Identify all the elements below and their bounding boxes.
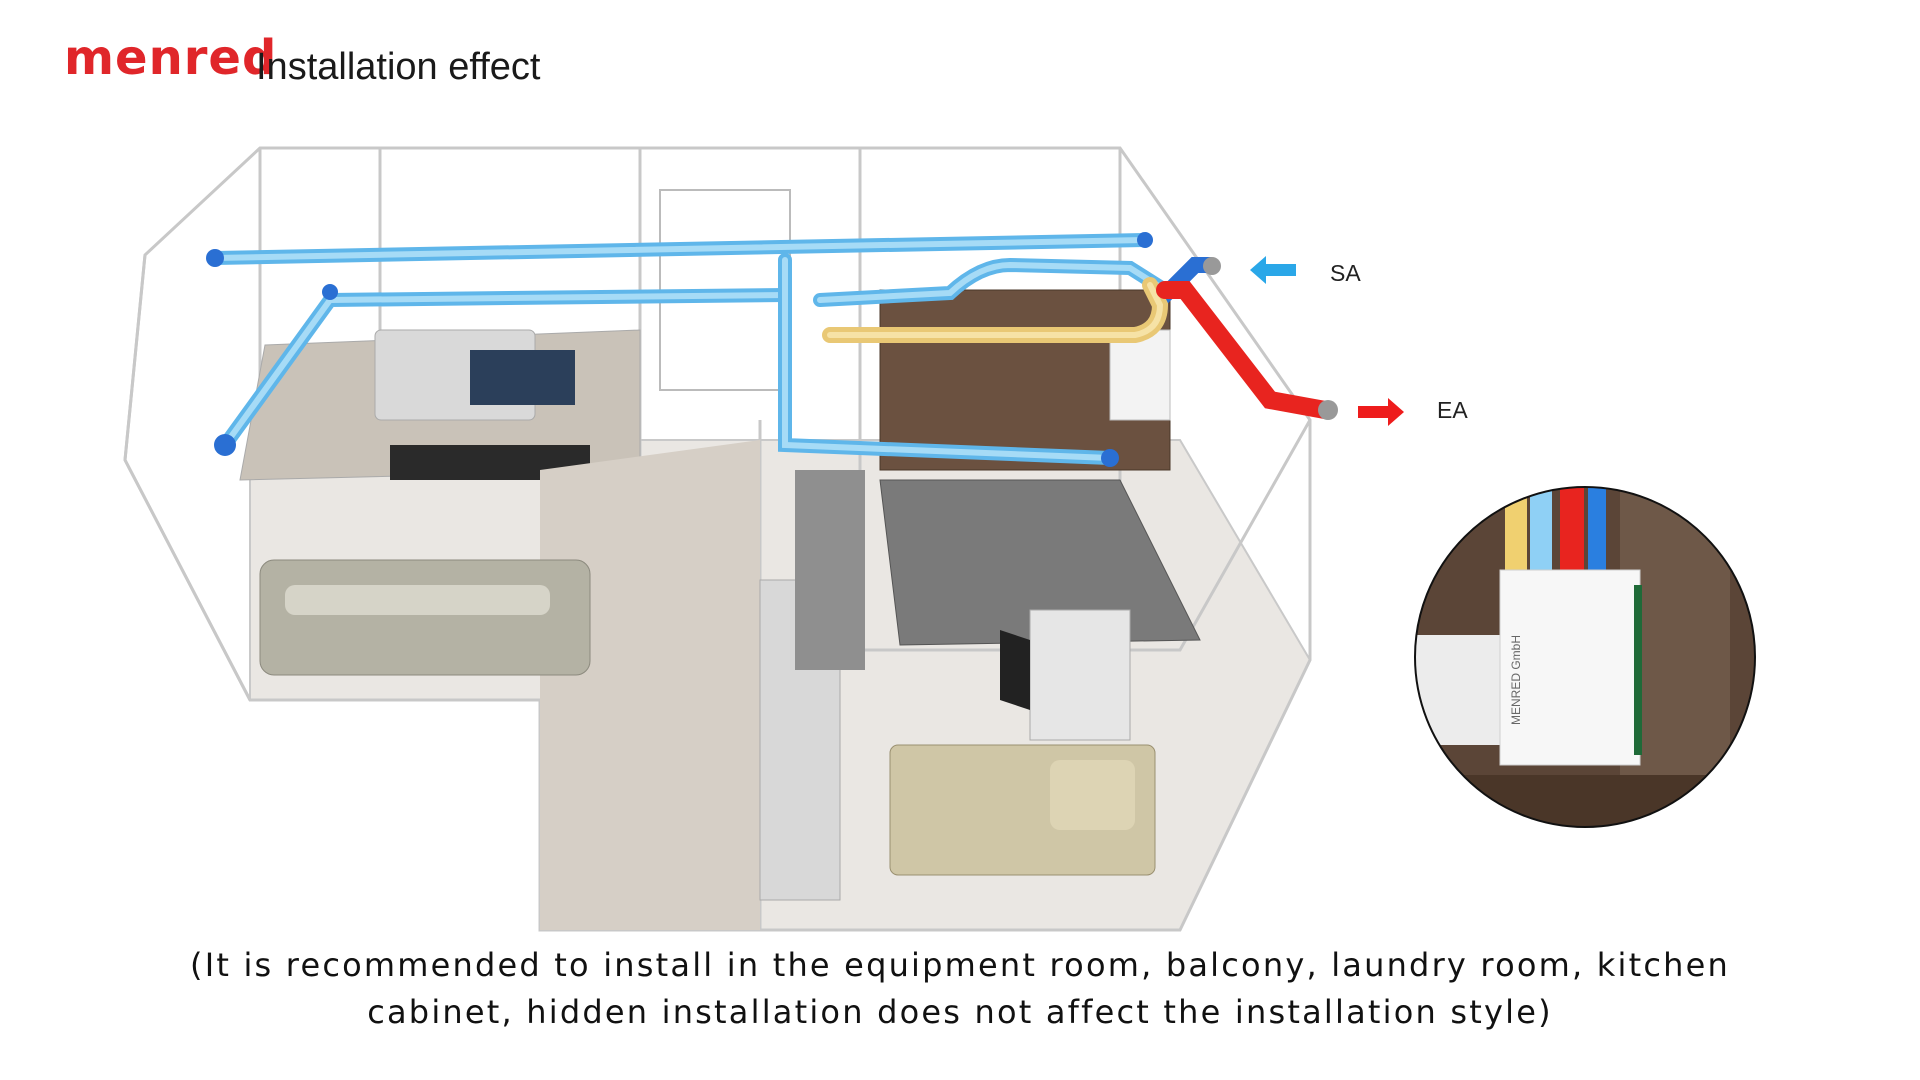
- caption-line-1: (It is recommended to install in the equ…: [190, 946, 1730, 984]
- sa-duct-terminal: [1203, 257, 1221, 275]
- supply-ducts: [208, 233, 1218, 465]
- sa-label: SA: [1330, 260, 1361, 286]
- exhaust-duct: [1156, 281, 1334, 419]
- ea-duct-terminal: [1318, 400, 1338, 420]
- ea-arrow-icon: [1358, 398, 1404, 426]
- caption: (It is recommended to install in the equ…: [120, 942, 1800, 1036]
- zoom-yellow-duct: [1505, 487, 1527, 575]
- lower-bed-pillows: [1050, 760, 1135, 830]
- ea-label: EA: [1437, 397, 1468, 423]
- tv-screen: [470, 350, 575, 405]
- brand-logo: menred: [64, 30, 278, 86]
- zoom-unit-body: [1499, 569, 1641, 766]
- slide-title: Installation effect: [256, 46, 541, 88]
- zoom-blue-duct: [1530, 487, 1552, 575]
- wall-unit-device: [1109, 329, 1171, 421]
- caption-line-2: cabinet, hidden installation does not af…: [367, 993, 1553, 1031]
- sa-arrow-icon: [1250, 256, 1296, 284]
- sofa-cushions: [285, 585, 550, 615]
- wall-column: [795, 470, 865, 670]
- chair: [1000, 630, 1030, 710]
- unit-closeup-inset: MENRED GmbH: [1414, 486, 1756, 828]
- kitchen-floor: [879, 479, 1201, 646]
- duct-end-caps: [206, 232, 1153, 467]
- hallway-floor: [540, 440, 760, 930]
- desk: [1029, 609, 1131, 741]
- return-duct-highlight: [827, 282, 1164, 338]
- unit-brand-text: MENRED GmbH: [1509, 635, 1523, 725]
- sofa: [259, 559, 591, 676]
- zoom-dark-blue-duct: [1588, 487, 1606, 575]
- zoom-red-duct: [1560, 487, 1584, 575]
